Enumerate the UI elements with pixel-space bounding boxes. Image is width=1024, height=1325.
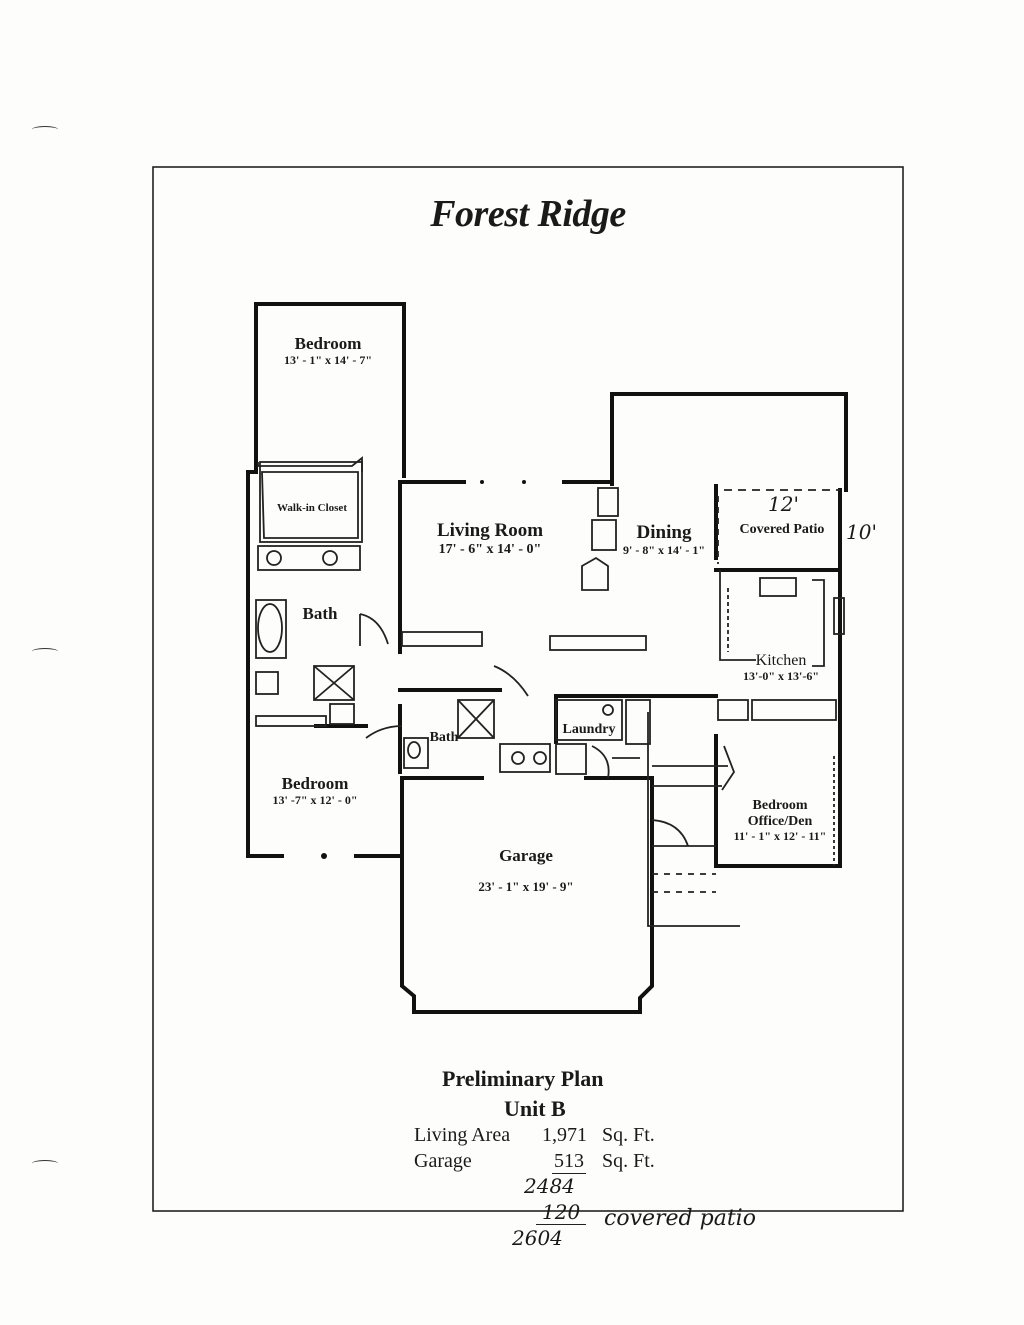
room-name: Living Room <box>436 520 544 541</box>
plan-title: Forest Ridge <box>430 193 626 235</box>
room-walk-in-closet: Walk-in Closet <box>264 502 360 515</box>
room-name: Bedroom <box>281 774 349 793</box>
caption-unit: Unit B <box>504 1096 566 1121</box>
room-name: Laundry <box>562 722 616 737</box>
room-dims: 13' -7" x 12' - 0" <box>272 792 358 807</box>
caption-plan: Preliminary Plan <box>442 1066 604 1091</box>
room-name: Walk-in Closet <box>277 502 347 514</box>
punch-hole-mark <box>32 1160 58 1167</box>
plan-frame: Forest Ridge Bedroom 13' - 1" x 14' - 7"… <box>152 166 904 1212</box>
room-laundry: Laundry <box>556 722 622 738</box>
room-name: Kitchen <box>755 652 807 669</box>
room-dims: 11' - 1" x 12' - 11" <box>733 829 827 844</box>
garage-label: Garage <box>414 1150 472 1172</box>
handwritten-patio-depth: 10' <box>846 520 877 544</box>
floor-plan-drawing <box>152 166 904 1212</box>
room-bath-master: Bath <box>292 604 348 624</box>
room-kitchen: Kitchen 13'-0" x 13'-6" <box>742 652 820 684</box>
handwritten-patio-sqft: 120 <box>536 1200 587 1225</box>
living-area-value: 1,971 <box>542 1124 587 1146</box>
room-bedroom-office: Bedroom Office/Den 11' - 1" x 12' - 11" <box>728 798 832 844</box>
handwritten-patio-label: covered patio <box>604 1206 756 1231</box>
room-bath-hall: Bath <box>424 730 464 746</box>
room-name: Covered Patio <box>739 522 825 537</box>
room-garage: Garage 23' - 1" x 19' - 9" <box>446 846 606 894</box>
room-dims: 9' - 8" x 14' - 1" <box>623 542 705 557</box>
handwritten-subtotal: 2484 <box>524 1174 575 1198</box>
room-bedroom-top: Bedroom 13' - 1" x 14' - 7" <box>268 334 388 367</box>
handwritten-patio-width: 12' <box>768 492 799 516</box>
handwritten-total: 2604 <box>512 1226 563 1250</box>
room-name: Bath <box>429 730 459 745</box>
room-dims: 17' - 6" x 14' - 0" <box>438 541 542 557</box>
garage-value: 513 <box>552 1150 586 1174</box>
room-covered-patio: Covered Patio <box>730 522 834 538</box>
punch-hole-mark <box>32 648 58 655</box>
room-name: Garage <box>499 846 553 865</box>
room-bedroom-lower: Bedroom 13' -7" x 12' - 0" <box>256 774 374 807</box>
room-name: Dining <box>636 522 692 543</box>
room-name: Bedroom Office/Den <box>747 798 813 830</box>
room-name: Bath <box>302 604 338 623</box>
living-area-label: Living Area <box>414 1124 511 1146</box>
room-name: Bedroom <box>294 334 362 353</box>
punch-hole-mark <box>32 126 58 133</box>
room-dims: 13'-0" x 13'-6" <box>743 669 819 684</box>
room-living-room: Living Room 17' - 6" x 14' - 0" <box>416 520 564 558</box>
room-dims: 23' - 1" x 19' - 9" <box>478 878 574 894</box>
room-dining: Dining 9' - 8" x 14' - 1" <box>614 522 714 558</box>
living-area-unit: Sq. Ft. <box>602 1124 655 1146</box>
garage-unit: Sq. Ft. <box>602 1150 655 1172</box>
room-dims: 13' - 1" x 14' - 7" <box>284 352 372 367</box>
